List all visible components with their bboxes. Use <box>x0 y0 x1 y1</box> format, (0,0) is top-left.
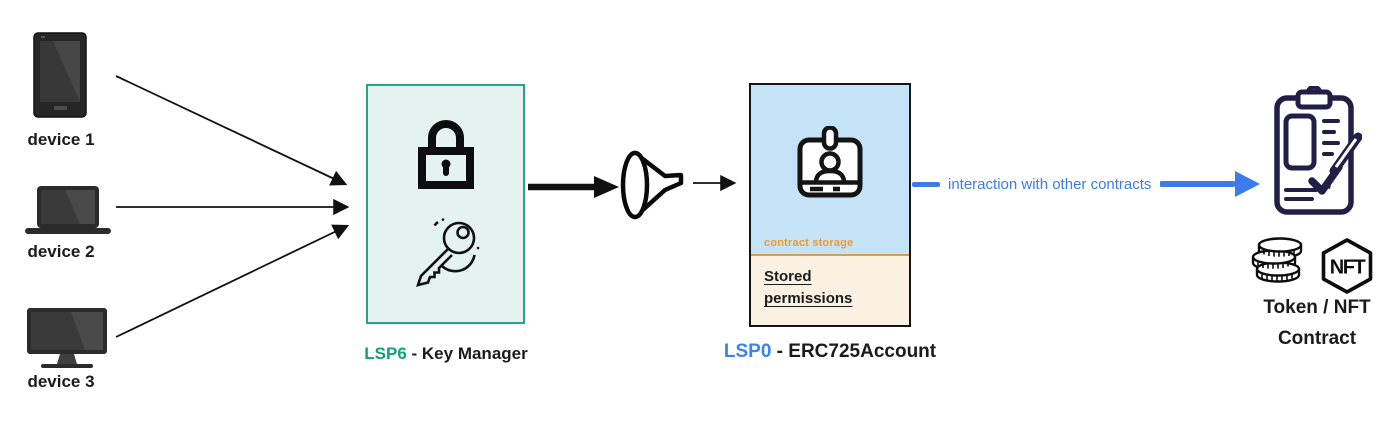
interaction-arrow-line <box>1160 181 1235 187</box>
lsp0-erc725-account-box: contract storage Stored permissions <box>749 83 911 327</box>
coins-icon <box>1251 237 1303 283</box>
lsp0-contract-storage-section: contract storage <box>751 85 909 256</box>
key-icon <box>415 218 479 287</box>
lsp6-key-manager-box <box>366 84 525 324</box>
monitor-icon <box>27 308 107 368</box>
interaction-arrow-stub <box>912 181 940 187</box>
laptop-icon <box>25 186 111 234</box>
lsp0-code: LSP0 <box>723 341 772 362</box>
arrow-device1-to-lsp6 <box>115 75 348 186</box>
lsp6-caption: LSP6 - Key Manager <box>346 344 546 364</box>
token-caption-line2: Contract <box>1277 328 1357 349</box>
funnel-icon <box>620 150 684 220</box>
device-1-label: device 1 <box>27 130 95 149</box>
arrow-lsp6-to-funnel-head <box>594 176 619 198</box>
device-2-label: device 2 <box>27 242 95 261</box>
lsp6-code: LSP6 <box>364 344 407 363</box>
stored-permissions-label: Stored permissions <box>764 268 853 307</box>
lsp6-caption-rest: - Key Manager <box>406 344 528 363</box>
arrow-device3-to-lsp6 <box>115 224 350 338</box>
device-3-label: device 3 <box>27 372 95 391</box>
contract-clipboard-icon <box>1274 86 1362 215</box>
interaction-arrow: interaction with other contracts <box>912 171 1260 197</box>
token-caption-line1: Token / NFT <box>1263 297 1371 318</box>
smartphone-icon <box>33 32 87 118</box>
lock-icon <box>417 120 474 189</box>
nft-hexagon-icon: NFT <box>1321 238 1373 294</box>
contract-storage-tag: contract storage <box>764 237 854 249</box>
nft-glyph-text: NFT <box>1330 257 1366 279</box>
id-badge-icon <box>797 125 863 197</box>
interaction-arrowhead <box>1235 171 1260 197</box>
interaction-arrow-label: interaction with other contracts <box>948 175 1152 193</box>
token-nft-contract-caption: Token / NFT Contract <box>1226 292 1400 354</box>
lsp0-caption: LSP0 - ERC725Account <box>715 341 945 363</box>
lsp0-caption-rest: - ERC725Account <box>771 341 937 362</box>
